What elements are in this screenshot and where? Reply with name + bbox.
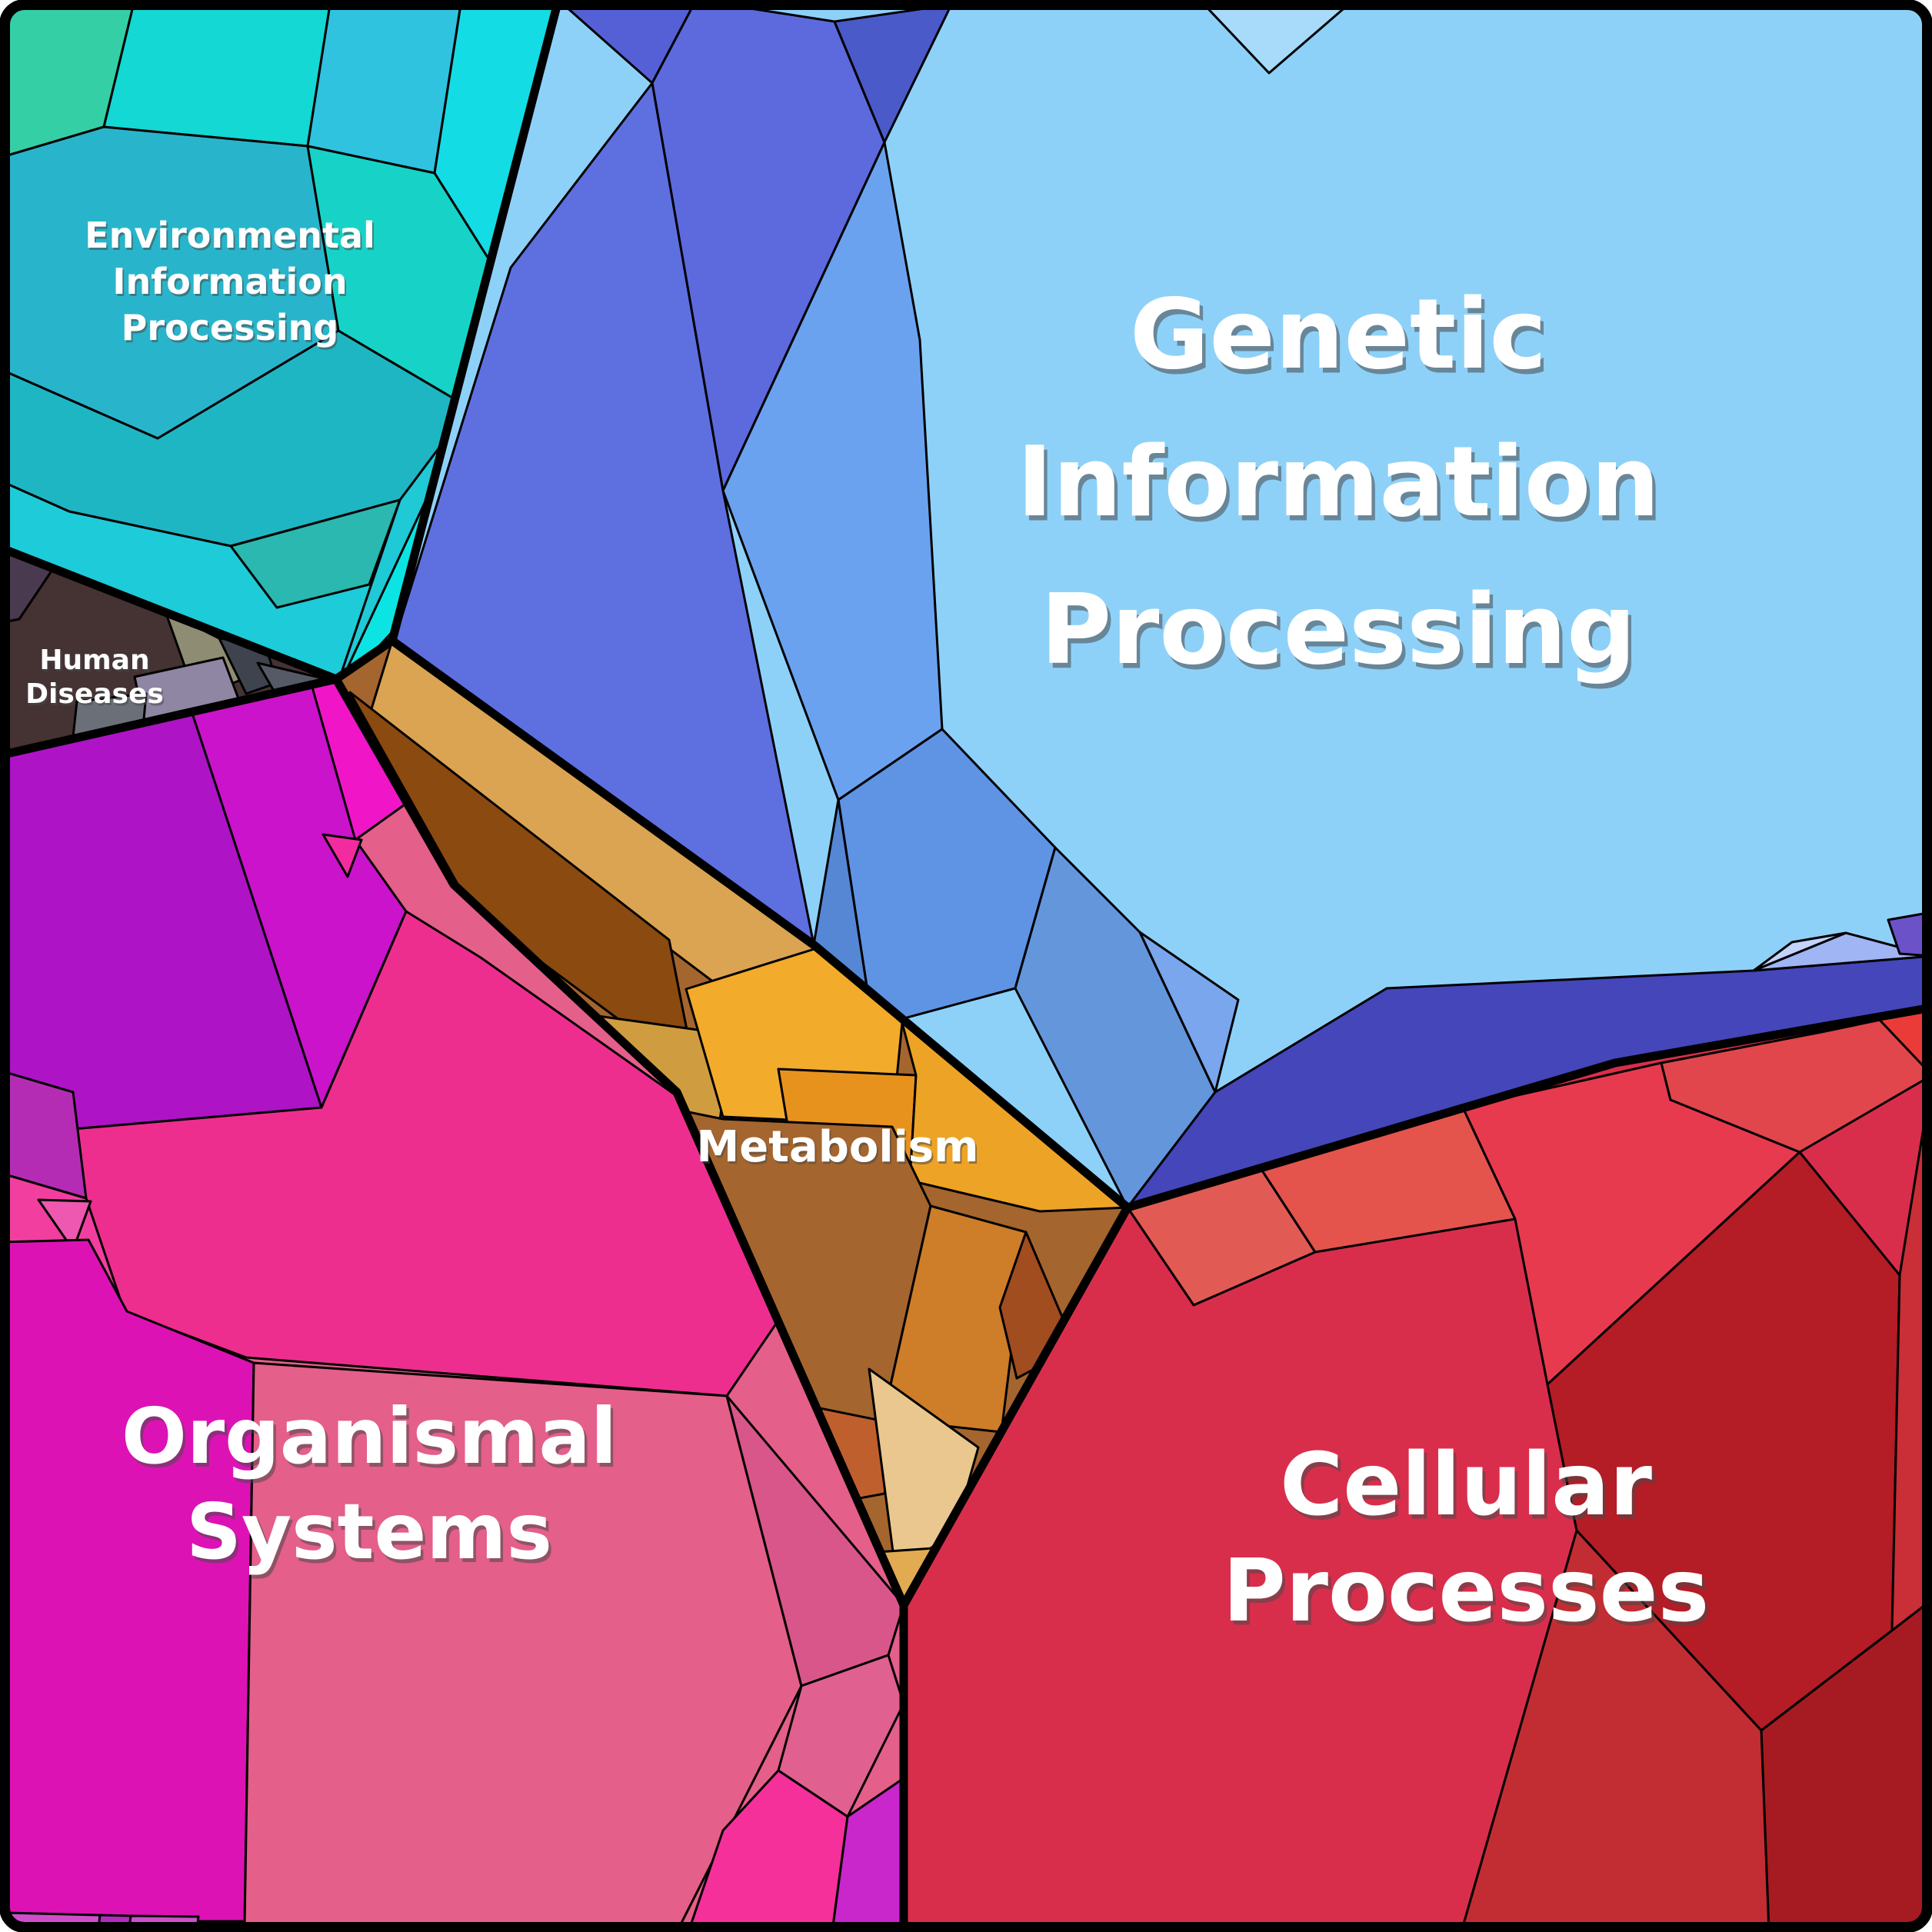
region-metabolism xyxy=(336,641,1128,1605)
region-label-line: Organismal xyxy=(122,1391,617,1481)
cell-genetic-information-processing-12 xyxy=(1752,931,1847,972)
region-label-line: Cellular xyxy=(1283,1440,1655,1540)
cell-cellular-processes-4 xyxy=(1660,1008,1927,1154)
region-human-diseases xyxy=(5,548,336,755)
region-label-line: Metabolism xyxy=(698,1124,981,1174)
region-label-line: Cellular xyxy=(1280,1435,1652,1535)
cell-genetic-information-processing-9 xyxy=(1138,931,1240,1094)
region-label-line: Processing xyxy=(122,307,339,348)
region-label-line: Environmental xyxy=(86,217,377,258)
region-label-line: Information xyxy=(112,261,347,302)
region-genetic-information-processing xyxy=(392,5,1927,1208)
cell-genetic-information-processing-13 xyxy=(1887,911,1927,958)
region-label-line: Processes xyxy=(1223,1541,1710,1641)
region-environmental-information-processing xyxy=(5,5,558,679)
cell-environmental-information-processing-1 xyxy=(102,5,332,148)
region-label-line: Genetic xyxy=(1130,278,1547,391)
region-label-line: Genetic xyxy=(1133,282,1550,395)
region-label-line: Organismal xyxy=(124,1395,619,1485)
cell-organismal-systems-8 xyxy=(37,1198,92,1251)
cell-organismal-systems-4 xyxy=(321,833,363,878)
region-label-line: Human xyxy=(39,645,149,676)
region-label-line: Human xyxy=(41,647,151,678)
region-label-line: Metabolism xyxy=(697,1122,979,1172)
region-label-line: Environmental xyxy=(85,215,375,256)
region-label-line: Information xyxy=(1020,430,1663,543)
cell-genetic-information-processing-6 xyxy=(837,728,1057,1028)
region-label-line: Processing xyxy=(1041,573,1636,686)
cell-organismal-systems-12 xyxy=(777,1654,904,1818)
region-label-metabolism-shadow: Metabolism xyxy=(698,1124,981,1174)
region-label-line: Information xyxy=(1017,425,1660,538)
region-label-line: Processes xyxy=(1226,1546,1713,1646)
cell-genetic-information-processing-0 xyxy=(1198,5,1355,75)
region-label-line: Diseases xyxy=(25,678,164,710)
region-label-line: Diseases xyxy=(27,681,165,712)
cell-organismal-systems-10 xyxy=(243,1361,803,1927)
cell-organismal-systems-13 xyxy=(687,1769,849,1927)
region-outline-organismal-systems xyxy=(5,675,908,1927)
region-cellular-processes xyxy=(904,1008,1927,1927)
region-label-line: Processing xyxy=(1044,578,1639,691)
region-label-line: Systems xyxy=(188,1491,555,1581)
region-label-line: Systems xyxy=(186,1487,552,1577)
region-label-metabolism: Metabolism xyxy=(697,1122,979,1172)
cell-organismal-systems-14 xyxy=(831,1777,904,1927)
cell-environmental-information-processing-9 xyxy=(229,498,401,609)
region-label-line: Information xyxy=(114,263,348,305)
region-label-line: Processing xyxy=(123,309,341,351)
cell-cellular-processes-9 xyxy=(1460,1529,1770,1927)
region-outline-cellular-processes xyxy=(899,1003,1927,1927)
cell-genetic-information-processing-4 xyxy=(833,5,953,144)
